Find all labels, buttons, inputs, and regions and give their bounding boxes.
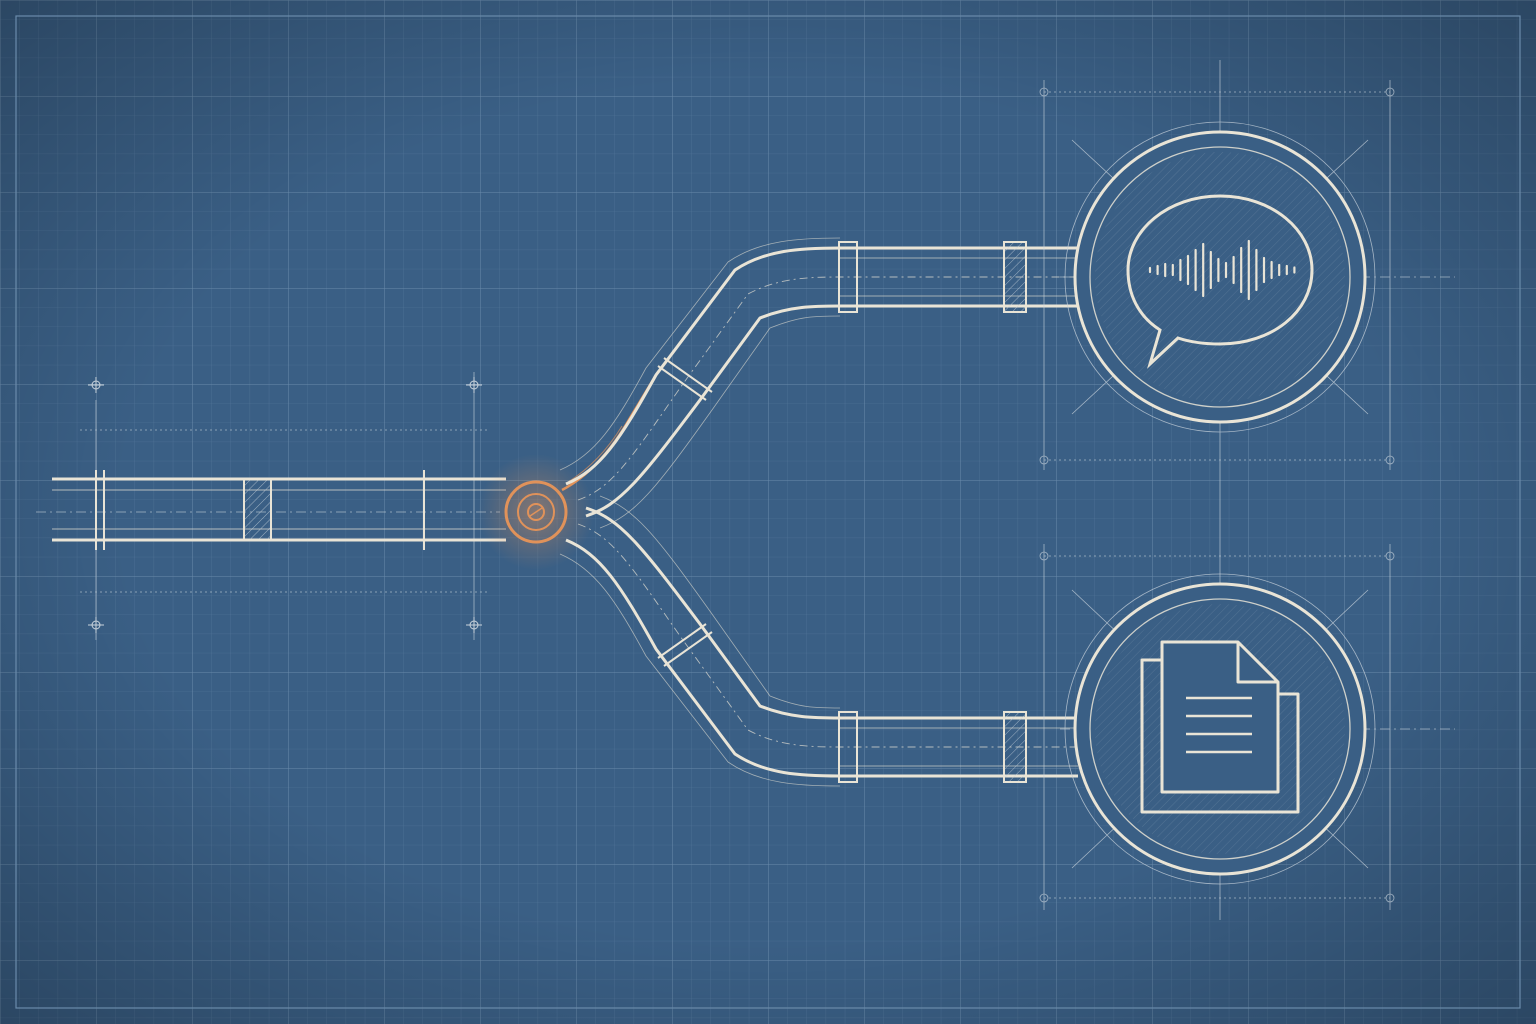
speech-bubble-waveform-icon	[1126, 194, 1314, 369]
input-pipe-body	[52, 477, 506, 542]
lower-branch-pipe	[559, 495, 1078, 787]
input-registration-marks	[88, 377, 482, 633]
input-pipe	[36, 372, 506, 640]
blueprint-border	[15, 15, 1521, 1009]
input-couplings	[95, 470, 425, 550]
audio-inner-ring	[1089, 146, 1351, 408]
waveform-bars	[1148, 239, 1296, 301]
document-inner-ring	[1089, 598, 1351, 860]
document-output	[1039, 544, 1455, 910]
upper-branch-pipe	[559, 237, 1078, 529]
upper-branch-couplings	[657, 241, 1027, 401]
audio-output	[1039, 60, 1455, 920]
input-construction-lines	[36, 372, 500, 640]
document-stack-icon	[1140, 640, 1300, 814]
lower-branch-couplings	[657, 623, 1027, 783]
